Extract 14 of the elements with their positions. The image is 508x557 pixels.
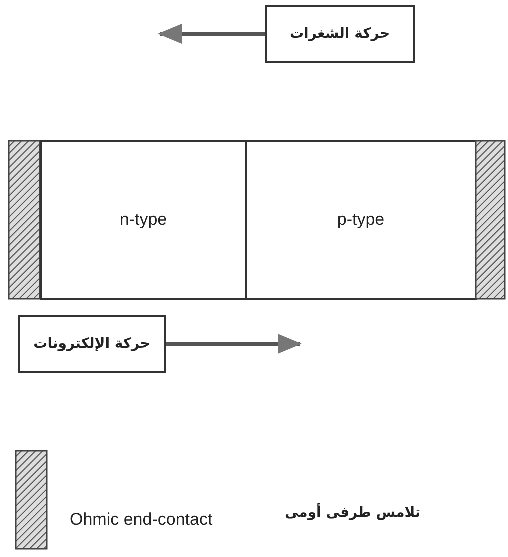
arrow <box>166 334 302 354</box>
translation-label: تلامس طرفى أومى <box>285 505 421 521</box>
region-box <box>40 140 247 300</box>
arrow <box>158 24 265 44</box>
hatched-contact-bar <box>475 140 506 300</box>
region-label: p-type <box>337 210 385 230</box>
label-box <box>265 5 415 63</box>
box-label: حركة الإلكترونات <box>34 336 150 352</box>
box-label: حركة الشغرات <box>290 26 390 42</box>
region-box <box>245 140 477 300</box>
region-label: n-type <box>120 210 168 230</box>
hatched-contact-bar <box>8 140 41 300</box>
legend-label: Ohmic end-contact <box>70 510 213 530</box>
label-box <box>18 315 166 373</box>
